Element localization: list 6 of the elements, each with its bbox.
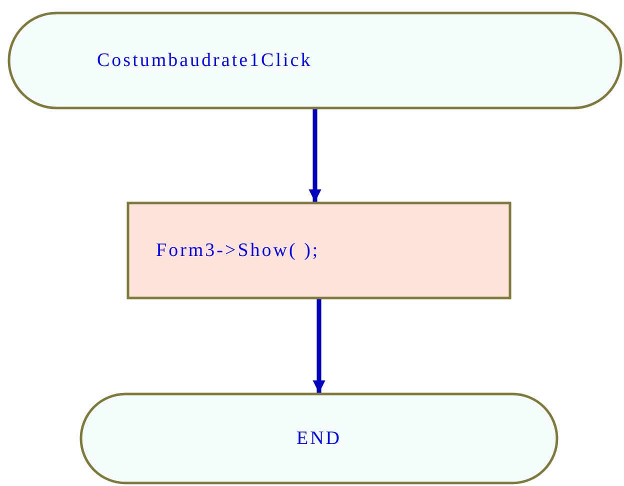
node-label: END xyxy=(296,428,342,450)
arrow xyxy=(312,299,326,393)
node-label: Costumbaudrate1Click xyxy=(97,50,312,72)
node-label: Form3->Show( ); xyxy=(156,240,320,262)
arrow xyxy=(308,109,322,202)
process-box xyxy=(128,203,510,298)
